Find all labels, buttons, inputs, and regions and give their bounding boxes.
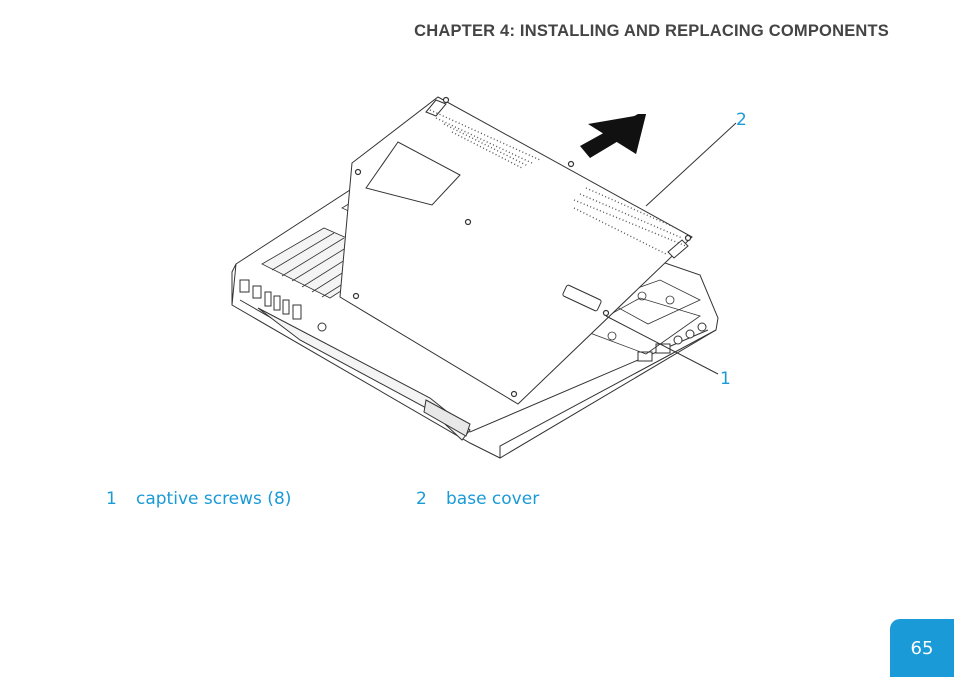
base-cover bbox=[339, 96, 693, 405]
page-number-tab: 65 bbox=[890, 619, 954, 677]
callout-number-2: 2 bbox=[736, 110, 747, 130]
legend-number: 1 bbox=[106, 489, 117, 509]
captive-screws bbox=[352, 96, 692, 398]
lift-arrow-icon bbox=[580, 114, 646, 158]
cover-vent-dots bbox=[429, 109, 687, 255]
callout-number-1: 1 bbox=[720, 369, 731, 389]
callout-leaders bbox=[605, 122, 737, 375]
legend-label: base cover bbox=[446, 489, 540, 509]
legend-label: captive screws (8) bbox=[136, 489, 292, 509]
rear-ports bbox=[239, 279, 327, 332]
page-number: 65 bbox=[910, 637, 934, 659]
legend-item-2: 2 base cover bbox=[416, 489, 539, 509]
side-ports bbox=[637, 322, 707, 362]
chapter-title: CHAPTER 4: INSTALLING AND REPLACING COMP… bbox=[414, 22, 889, 40]
legend-number: 2 bbox=[416, 489, 427, 509]
legend-item-1: 1 captive screws (8) bbox=[106, 489, 291, 509]
